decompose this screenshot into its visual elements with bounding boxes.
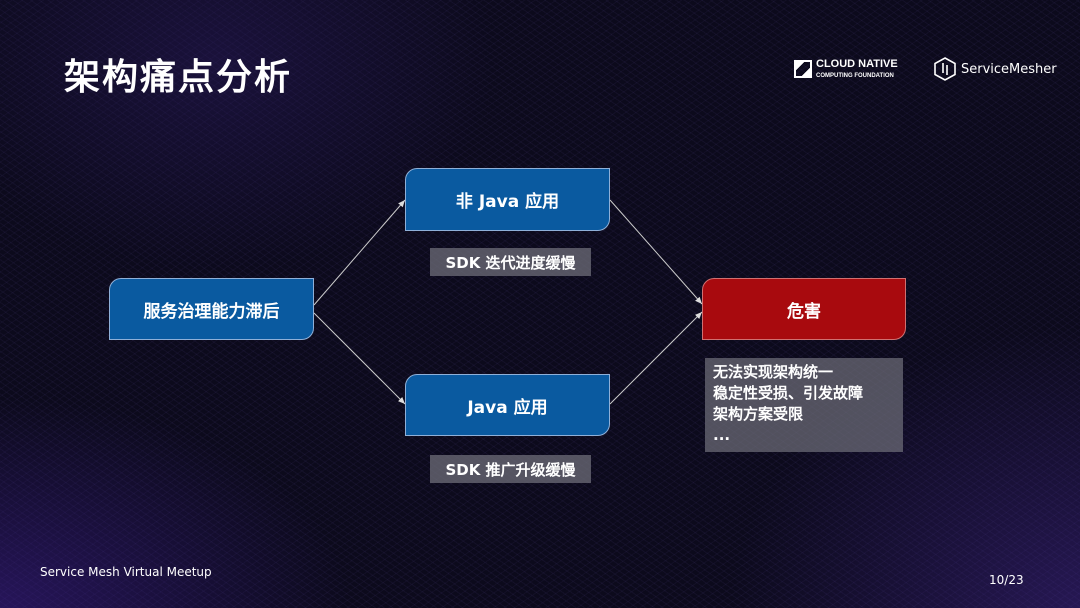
harm-item: 无法实现架构统一 [713, 363, 834, 381]
harm-item: 稳定性受损、引发故障 [713, 384, 864, 402]
harm-list: 无法实现架构统一 稳定性受损、引发故障 架构方案受限 ... [705, 358, 903, 452]
cncf-logo: CLOUD NATIVE COMPUTING FOUNDATION [794, 58, 919, 80]
servicemesher-text: ServiceMesher [961, 61, 1057, 77]
event-name: Service Mesh Virtual Meetup [40, 565, 212, 579]
hexagon-icon [934, 57, 956, 81]
harm-item: 架构方案受限 [713, 405, 804, 423]
cncf-icon [794, 60, 812, 78]
page-number: 10/23 [989, 573, 1024, 587]
source-box: 服务治理能力滞后 [109, 278, 314, 340]
page-title: 架构痛点分析 [64, 57, 293, 98]
harm-item: ... [713, 426, 731, 444]
servicemesher-logo: ServiceMesher [934, 57, 1057, 81]
arrow-to-non-java [313, 199, 406, 306]
java-issue-label: SDK 推广升级缓慢 [430, 455, 591, 483]
harm-box: 危害 [702, 278, 906, 340]
non-java-issue-label: SDK 迭代进度缓慢 [430, 248, 591, 276]
arrow-java-to-harm [609, 311, 703, 405]
cncf-line1: CLOUD NATIVE [816, 58, 898, 70]
cncf-line2: COMPUTING FOUNDATION [816, 73, 894, 79]
arrow-to-java [313, 312, 406, 405]
non-java-box: 非 Java 应用 [405, 168, 610, 231]
java-box: Java 应用 [405, 374, 610, 436]
arrow-non-java-to-harm [609, 199, 703, 305]
